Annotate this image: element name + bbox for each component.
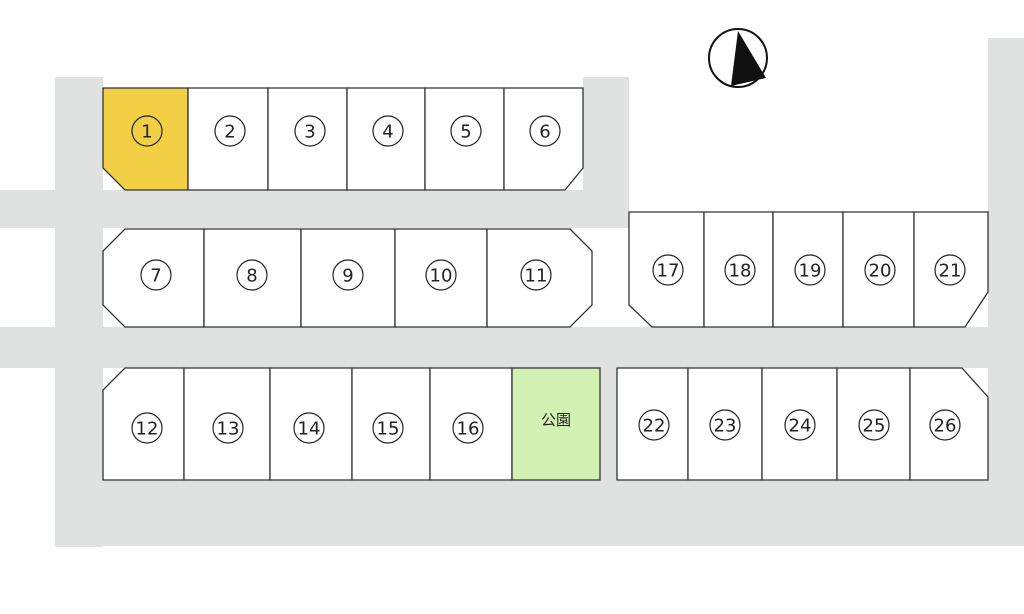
lot-number: 3 [304,122,315,143]
road-east-vertical [988,38,1024,546]
lot-number: 21 [939,261,962,282]
lot-number-circle [520,259,552,291]
road-west-vertical [55,77,103,547]
lot-8[interactable]: 8 [203,228,302,328]
lot-number: 12 [136,419,159,440]
lot-number: 18 [729,261,752,282]
lot-number-circle [294,115,326,147]
road-south-horizontal [103,480,989,546]
lot-9[interactable]: 9 [300,228,396,328]
lot-26[interactable]: 26 [909,367,989,481]
lot-number: 8 [246,266,257,287]
lot-boundary [628,211,705,328]
lot-number: 22 [643,416,666,437]
lot-boundary [909,367,989,481]
lot-18[interactable]: 18 [703,211,774,328]
road-upper-horizontal [0,190,629,228]
lot-number-circle [450,115,482,147]
lot-boundary [486,228,593,328]
lot-13[interactable]: 13 [183,367,271,481]
lot-number-circle [794,254,826,286]
lot-number-circle [784,409,816,441]
lot-boundary [102,87,189,191]
lot-number-circle [236,259,268,291]
lot-4[interactable]: 4 [346,87,426,191]
lot-5[interactable]: 5 [424,87,505,191]
lot-21[interactable]: 21 [913,211,989,328]
lot-14[interactable]: 14 [269,367,353,481]
lot-number-circle [332,259,364,291]
park[interactable]: 公園 [511,367,601,481]
lot-number-circle [929,409,961,441]
lot-number-circle [724,254,756,286]
road-middle-horizontal [0,327,1000,368]
lot-24[interactable]: 24 [761,367,838,481]
lot-number-circle [293,412,325,444]
lot-number: 1 [141,122,152,143]
lot-number: 26 [934,416,957,437]
lot-1[interactable]: 1 [102,87,189,191]
lot-number-circle [452,412,484,444]
lot-number: 16 [457,419,480,440]
lot-number-circle [131,115,163,147]
lot-boundary [913,211,989,328]
lot-2[interactable]: 2 [187,87,269,191]
lot-number: 17 [657,261,680,282]
lot-number: 4 [382,122,393,143]
lot-25[interactable]: 25 [836,367,911,481]
lot-6[interactable]: 6 [503,87,584,191]
lot-number: 23 [714,416,737,437]
lot-number-circle [372,412,404,444]
lot-number-circle [131,412,163,444]
lot-number: 14 [298,419,321,440]
lot-number: 2 [224,122,235,143]
lot-23[interactable]: 23 [687,367,763,481]
lot-number-circle [652,254,684,286]
lot-number-circle [425,259,457,291]
lot-number-circle [934,254,966,286]
lot-3[interactable]: 3 [267,87,348,191]
lot-number-circle [858,409,890,441]
lot-19[interactable]: 19 [772,211,844,328]
lot-number-circle [638,409,670,441]
lot-number-circle [372,115,404,147]
lot-17[interactable]: 17 [628,211,705,328]
lot-number: 20 [869,261,892,282]
lot-10[interactable]: 10 [394,228,488,328]
lot-number-circle [709,409,741,441]
lot-number-circle [529,115,561,147]
lot-number-circle [212,412,244,444]
lot-15[interactable]: 15 [351,367,431,481]
north-arrow-icon [708,28,768,88]
road-network [0,38,1024,547]
lot-7[interactable]: 7 [102,228,205,328]
lot-20[interactable]: 20 [842,211,915,328]
lot-number-circle [214,115,246,147]
lot-number: 15 [377,419,400,440]
lot-22[interactable]: 22 [616,367,689,481]
lot-number: 24 [789,416,812,437]
lot-16[interactable]: 16 [429,367,513,481]
lot-number: 25 [863,416,886,437]
lot-number: 7 [150,266,161,287]
lot-number: 5 [460,122,471,143]
lot-number: 6 [539,122,550,143]
lot-number: 10 [430,266,453,287]
lot-11[interactable]: 11 [486,228,593,328]
lot-boundary [503,87,584,191]
park-area [511,367,601,481]
lot-number-circle [140,259,172,291]
park-label: 公園 [541,411,571,429]
lot-boundary [102,367,185,481]
lot-12[interactable]: 12 [102,367,185,481]
lot-number: 13 [217,419,240,440]
lot-number: 11 [525,266,548,287]
road-park-strip [600,368,617,480]
lot-number: 19 [799,261,822,282]
lot-number: 9 [342,266,353,287]
lot-number-circle [864,254,896,286]
